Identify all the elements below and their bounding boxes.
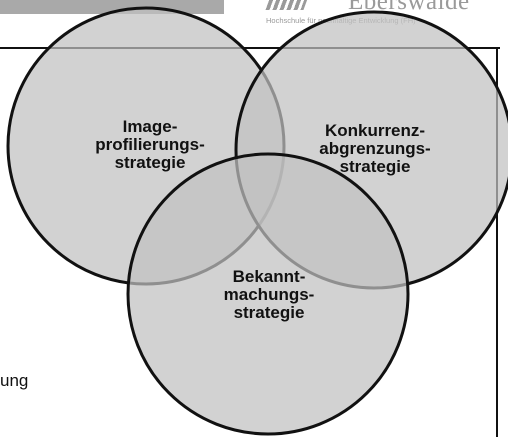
label-bekannt-strategy: Bekannt- machungs- strategie <box>223 267 315 322</box>
frame-right-border <box>496 47 498 437</box>
label-image-strategy: Image- profilierungs- strategie <box>95 117 205 172</box>
circle-bekannt-strategy <box>126 152 410 436</box>
label-konkurrenz-strategy: Konkurrenz- abgrenzungs- strategie <box>319 121 431 176</box>
frame-top-border <box>0 47 500 49</box>
side-text: ung <box>0 371 29 390</box>
